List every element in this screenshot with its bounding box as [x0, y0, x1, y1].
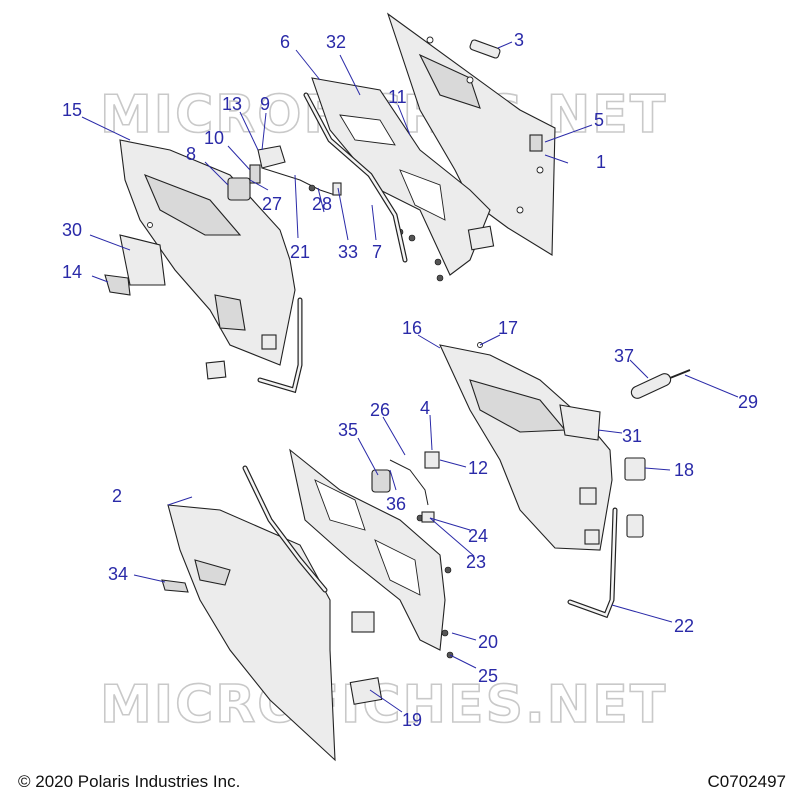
hinge-lower-rear	[349, 677, 383, 705]
callout-numbers: 1 2 3 4 5 6 7 8 9 10 11 12 13 14 15 16 1…	[62, 30, 758, 730]
callout-27: 27	[262, 194, 282, 214]
handle-bezel-rear	[559, 404, 601, 441]
trim-cap-rear	[624, 457, 646, 481]
callout-15: 15	[62, 100, 82, 120]
callout-35: 35	[338, 420, 358, 440]
latch-assembly-front	[227, 145, 342, 201]
callout-21: 21	[290, 242, 310, 262]
leader-lines	[81, 41, 739, 713]
callout-12: 12	[468, 458, 488, 478]
trim-cap-rear-lower	[626, 514, 644, 538]
hinge-bracket-front	[467, 225, 495, 251]
inner-door-panel-rear	[439, 342, 613, 551]
interior-handle-front	[104, 274, 131, 296]
callout-19: 19	[402, 710, 422, 730]
inner-door-frame-front	[311, 77, 491, 282]
callout-3: 3	[514, 30, 524, 50]
callout-5: 5	[594, 110, 604, 130]
inner-door-frame-rear	[289, 448, 454, 659]
callout-11: 11	[388, 87, 407, 107]
hinge-upper-rear	[351, 611, 375, 633]
callout-25: 25	[478, 666, 498, 686]
callout-30: 30	[62, 220, 82, 240]
callout-2: 2	[112, 486, 122, 506]
callout-31: 31	[622, 426, 642, 446]
outer-door-panel-rear	[167, 504, 336, 762]
watermark-bottom: MICROFICHES.NET	[100, 675, 667, 735]
callout-18: 18	[674, 460, 694, 480]
callout-7: 7	[372, 242, 382, 262]
hinge-clip	[469, 39, 501, 59]
callout-13: 13	[222, 94, 242, 114]
outer-door-panel-front	[386, 12, 556, 256]
callout-22: 22	[674, 616, 694, 636]
callout-33: 33	[338, 242, 358, 262]
handle-bezel-front	[119, 234, 166, 286]
callout-34: 34	[108, 564, 128, 584]
callout-29: 29	[738, 392, 758, 412]
callout-4: 4	[420, 398, 430, 418]
callout-6: 6	[280, 32, 290, 52]
drawing-code: C0702497	[707, 772, 786, 791]
callout-37: 37	[614, 346, 634, 366]
copyright-notice: © 2020 Polaris Industries Inc.	[18, 772, 241, 791]
callout-24: 24	[468, 526, 488, 546]
callout-28: 28	[312, 194, 332, 214]
callout-1: 1	[596, 152, 606, 172]
callout-26: 26	[370, 400, 390, 420]
callout-9: 9	[260, 94, 270, 114]
callout-8: 8	[186, 144, 196, 164]
door-check-strut	[630, 369, 691, 399]
callout-23: 23	[466, 552, 486, 572]
callout-20: 20	[478, 632, 498, 652]
callout-17: 17	[498, 318, 518, 338]
callout-10: 10	[204, 128, 224, 148]
callout-16: 16	[402, 318, 422, 338]
exterior-handle	[161, 579, 189, 593]
callout-14: 14	[62, 262, 82, 282]
latch-assembly-rear	[371, 451, 440, 523]
inner-door-panel-front	[119, 139, 296, 380]
callout-36: 36	[386, 494, 406, 514]
callout-32: 32	[326, 32, 346, 52]
